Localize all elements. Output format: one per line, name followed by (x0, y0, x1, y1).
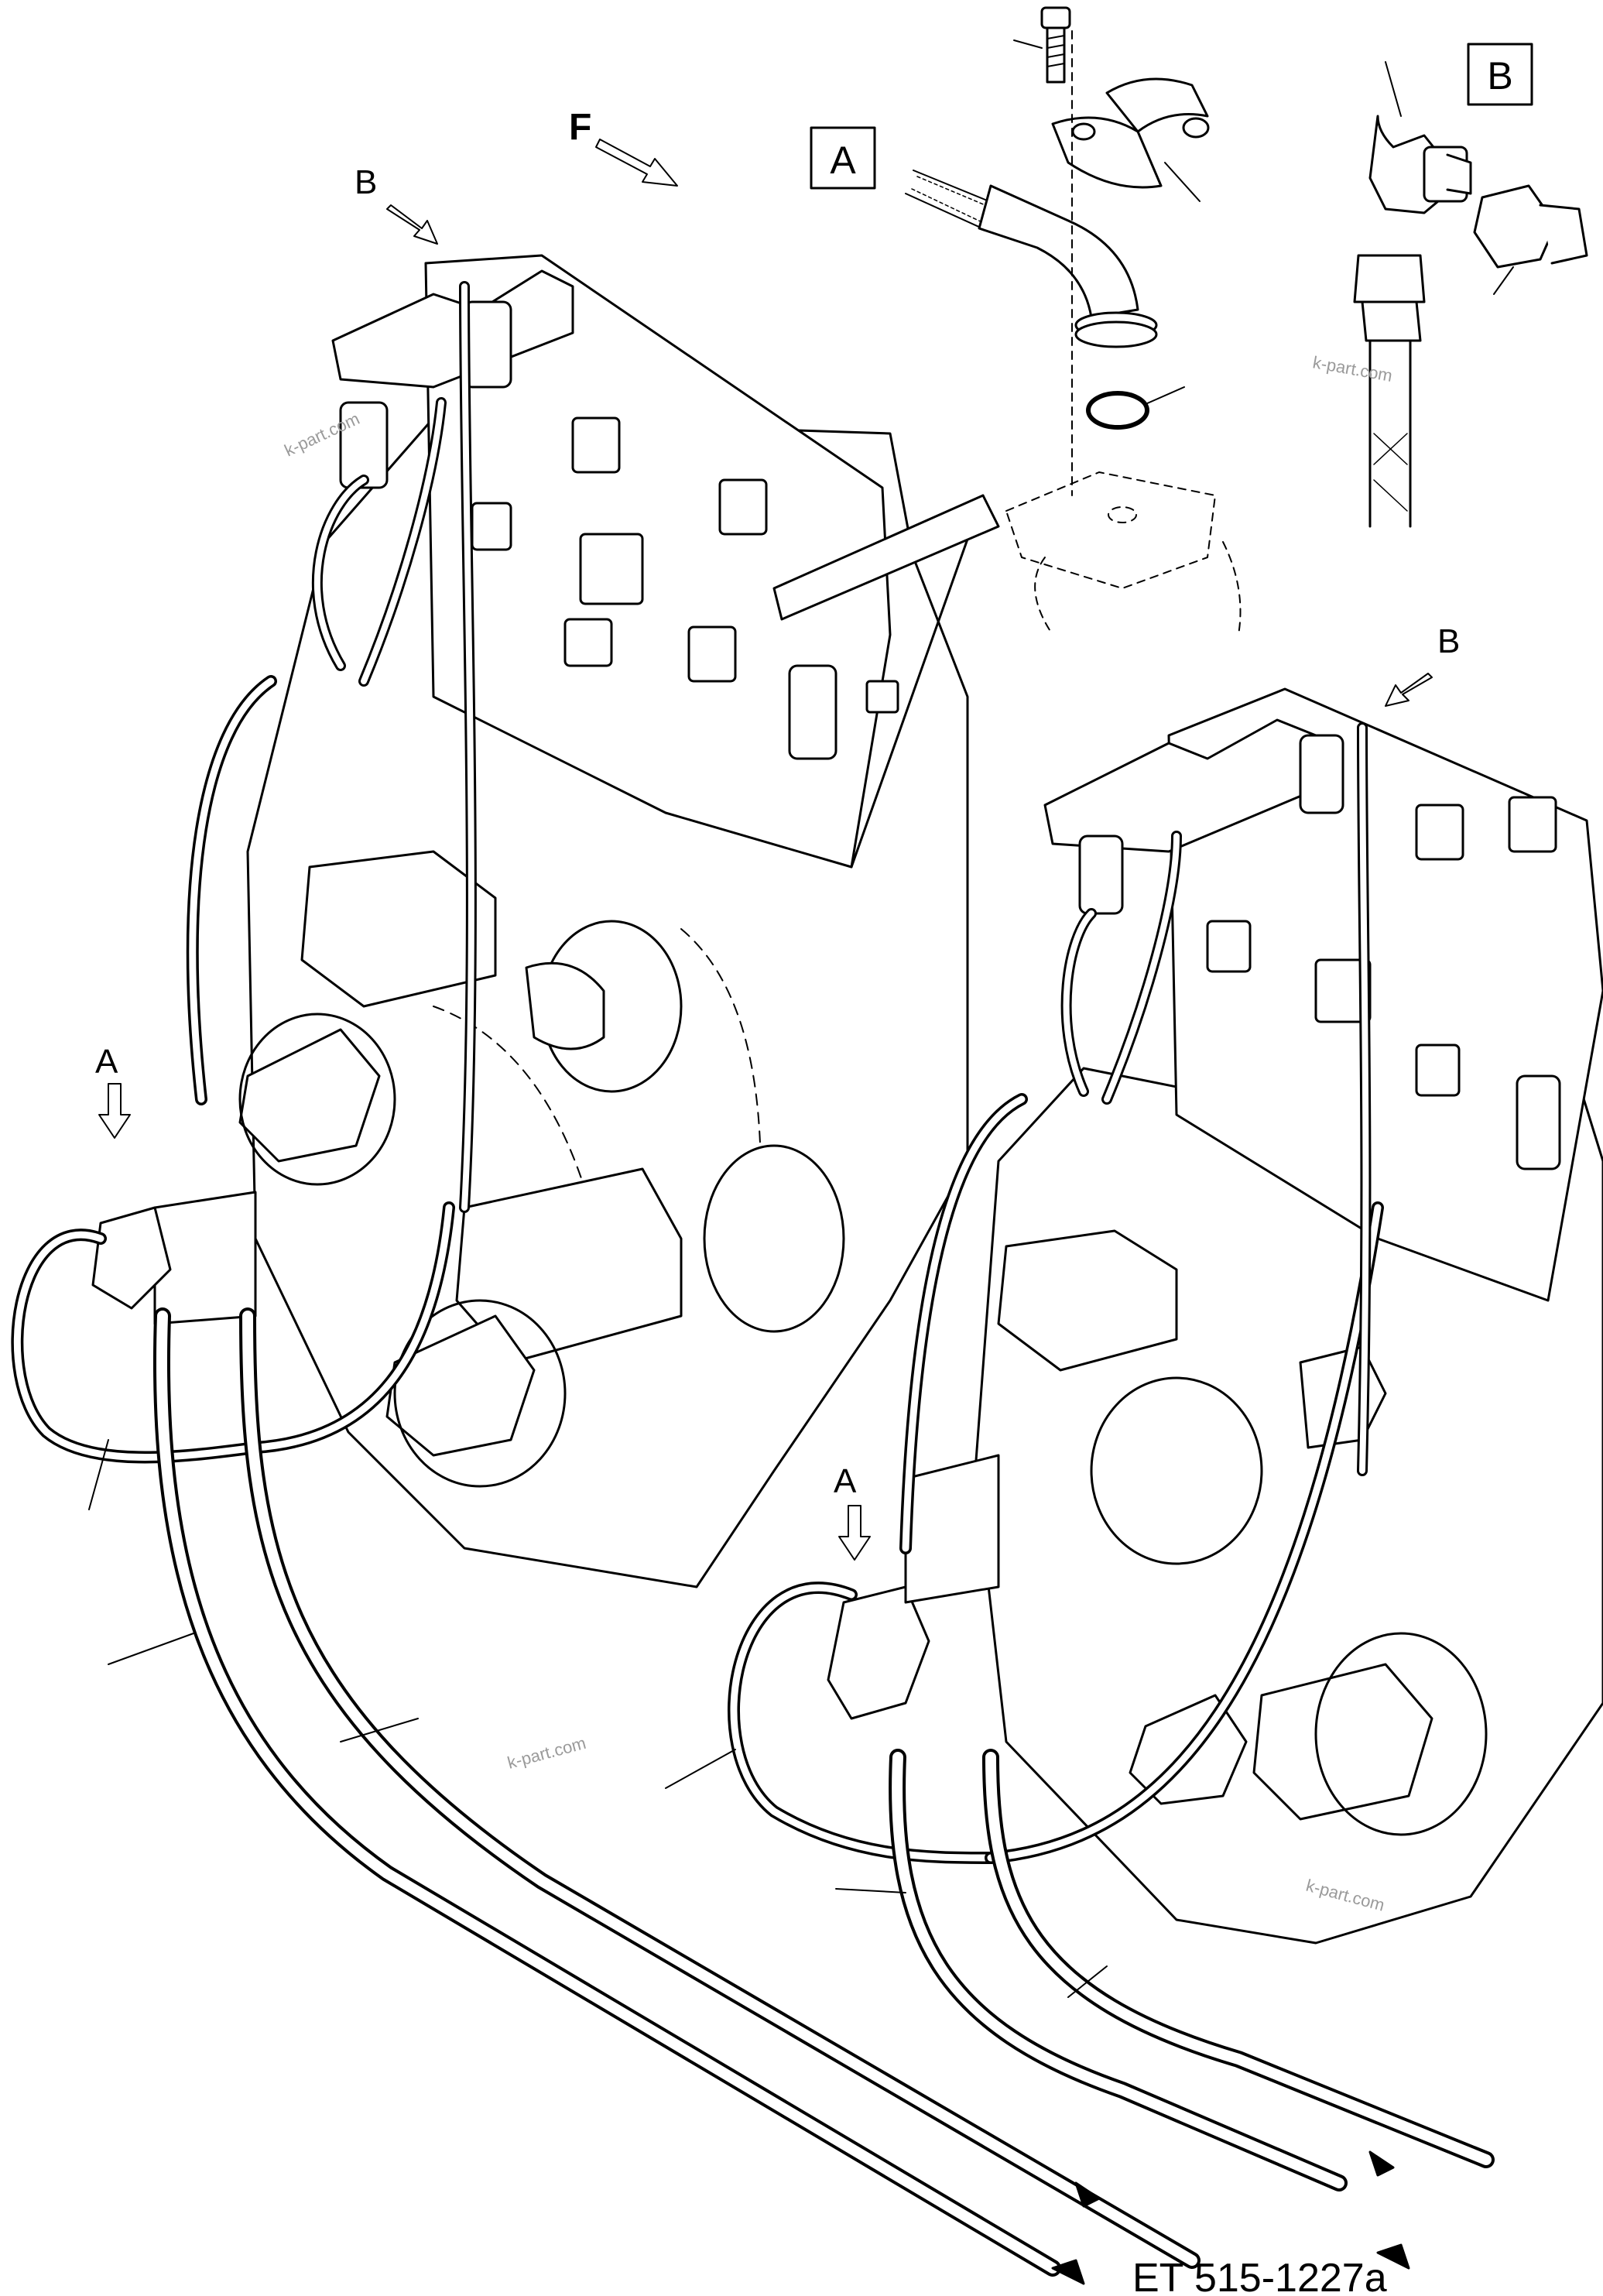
callout-b-upper: B (355, 163, 438, 245)
detail-b-label-box (1467, 43, 1533, 106)
callout-a-left: A (95, 1043, 131, 1139)
split-flange-clamp (1051, 77, 1210, 202)
detail-a-label-box (810, 126, 876, 190)
left-small-valves (471, 416, 899, 714)
detail-b-label: B (1487, 54, 1512, 98)
left-solenoid-valves (300, 850, 845, 1364)
watermark-3: k-part.com (505, 1733, 588, 1773)
right-hose-loop (728, 1201, 1384, 1864)
hex-nipple (1473, 184, 1588, 295)
callout-b-right-label: B (1437, 622, 1460, 660)
detail-a-label: A (830, 139, 856, 182)
callout-b-upper-label: B (355, 163, 377, 201)
o-ring (1086, 391, 1149, 430)
left-pump-knobs (238, 961, 605, 1488)
leader-lines (88, 1439, 1108, 1998)
left-gearbox-assembly (91, 254, 1000, 1588)
right-gearbox-assembly (827, 687, 1603, 1945)
detail-b-elbow-adapter: B (1353, 43, 1588, 528)
callout-a-lower: A (834, 1462, 871, 1561)
detail-a-hose (905, 170, 1158, 348)
cap-screw (1013, 6, 1071, 84)
flow-arrow-out-1 (1051, 2259, 1085, 2285)
mounting-pad (1005, 30, 1242, 636)
watermark-2: k-part.com (1311, 352, 1394, 386)
left-hose-loop (11, 1201, 455, 1464)
right-hose-to-filters (899, 722, 1372, 1554)
flow-arrow-out-2 (1376, 2243, 1410, 2270)
flow-marker-f: F (569, 107, 678, 187)
right-supply-hoses (889, 1749, 1495, 2191)
detail-a-flange-fitting: A (810, 6, 1242, 636)
detail-b-hose-end (1353, 254, 1426, 528)
flow-arrow-in-1 (1074, 2181, 1101, 2208)
flow-arrows (1051, 2150, 1410, 2285)
right-filters (1078, 734, 1561, 1170)
left-hose-to-filters (186, 281, 477, 1213)
figure-code: ET 515-1227a (1132, 2256, 1387, 2296)
flow-marker-label: F (569, 107, 591, 148)
left-supply-hoses (152, 1307, 1201, 2277)
left-filters (339, 300, 837, 760)
callout-a-lower-label: A (834, 1462, 857, 1500)
right-valve-plate (1167, 687, 1603, 1302)
callout-a-left-label: A (95, 1043, 118, 1081)
right-small-valves (1206, 796, 1557, 1097)
flow-arrow-in-2 (1368, 2150, 1395, 2177)
callout-b-right: B (1385, 622, 1460, 707)
